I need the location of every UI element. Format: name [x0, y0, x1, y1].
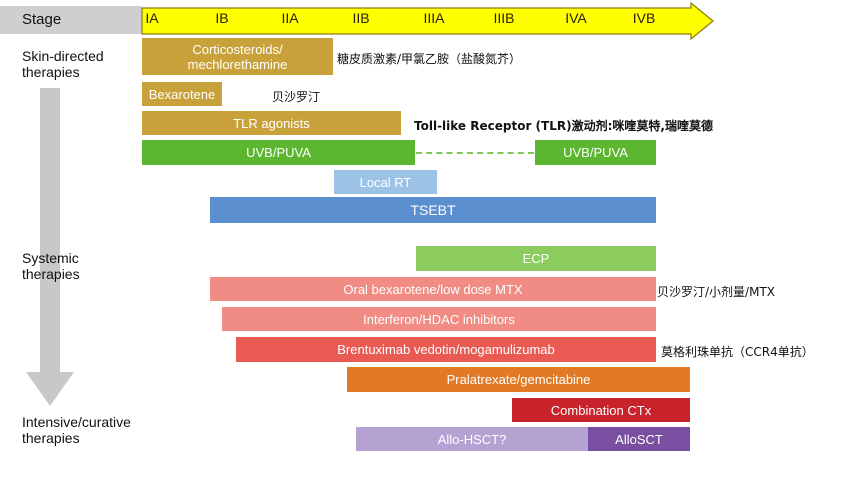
stage-label: Stage: [0, 6, 142, 34]
stage-tick-IVB: IVB: [632, 10, 656, 26]
bar-tsebt: TSEBT: [210, 197, 656, 223]
note-oral-bexarotene: 贝沙罗汀/小剂量/MTX: [657, 283, 775, 300]
stage-tick-IIIB: IIIB: [493, 10, 515, 26]
bar-uvb-puva-left: UVB/PUVA: [142, 140, 415, 165]
bar-interferon-hdac: Interferon/HDAC inhibitors: [222, 307, 656, 331]
bar-uvb-puva-right: UVB/PUVA: [535, 140, 656, 165]
bar-combination-ctx: Combination CTx: [512, 398, 690, 422]
stage-tick-IB: IB: [215, 10, 229, 26]
systemic-label: Systemic therapies: [22, 250, 80, 282]
progression-arrow: [26, 88, 74, 406]
bar-allo-hsct: Allo-HSCT?: [356, 427, 588, 451]
note-brentuximab: 莫格利珠单抗（CCR4单抗）: [661, 345, 814, 359]
bar-ecp: ECP: [416, 246, 656, 271]
uvb-dashed-connector: [416, 152, 534, 154]
stage-tick-IIA: IIA: [281, 10, 299, 26]
note-oral-bexarotene-text: 贝沙罗汀/小剂量/MTX: [657, 285, 775, 299]
note-bexarotene: 贝沙罗汀: [272, 90, 321, 104]
stage-tick-IA: IA: [145, 10, 159, 26]
bar-corticosteroids: Corticosteroids/ mechlorethamine: [142, 38, 333, 75]
skin-directed-label: Skin-directed therapies: [22, 48, 104, 80]
bar-brentuximab: Brentuximab vedotin/mogamulizumab: [236, 337, 656, 362]
bar-allosct: AlloSCT: [588, 427, 690, 451]
intensive-label: Intensive/curative therapies: [22, 414, 131, 446]
bar-local-rt: Local RT: [334, 170, 437, 194]
stage-arrow: [141, 2, 714, 40]
bar-tlr-agonists: TLR agonists: [142, 111, 401, 135]
bar-bexarotene: Bexarotene: [142, 82, 222, 106]
stage-tick-IVA: IVA: [565, 10, 587, 26]
stage-tick-IIB: IIB: [352, 10, 370, 26]
bar-pralatrexate: Pralatrexate/gemcitabine: [347, 367, 690, 392]
bar-oral-bexarotene: Oral bexarotene/low dose MTX: [210, 277, 656, 301]
note-tlr: Toll-like Receptor (TLR)激动剂:咪喹莫特,瑞喹莫德: [414, 119, 713, 133]
note-corticosteroids: 糖皮质激素/甲氯乙胺（盐酸氮芥）: [337, 52, 522, 66]
stage-tick-IIIA: IIIA: [423, 10, 445, 26]
